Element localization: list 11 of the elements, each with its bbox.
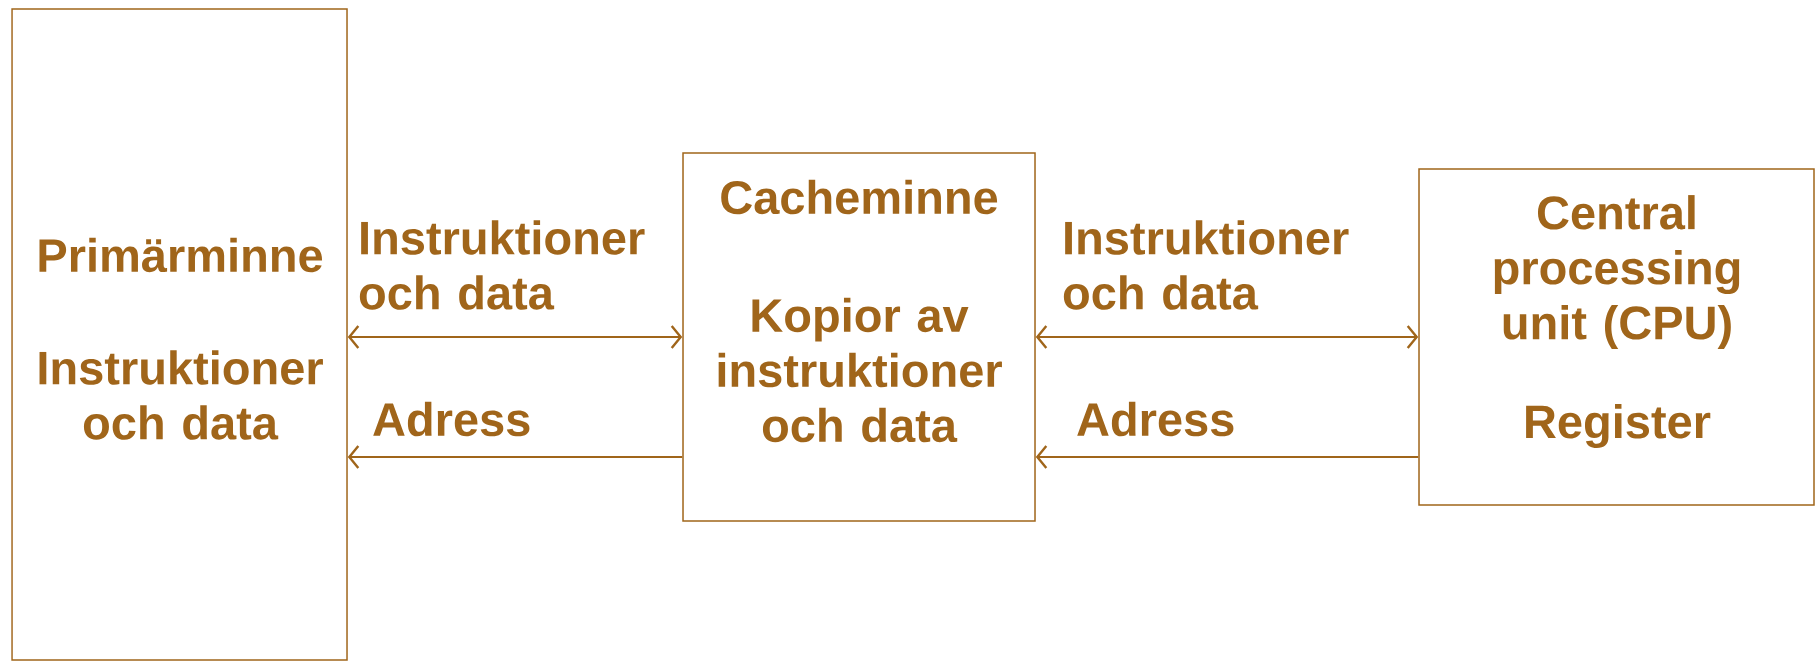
edge-label: Instruktioner och data — [359, 220, 645, 310]
cache-box: Cacheminne Kopior av instruktioner och data — [682, 152, 1036, 522]
memory-box: Primärminne Instruktioner och data — [11, 8, 348, 661]
arrow — [1035, 325, 1419, 349]
cpu-box: Central processing unit (CPU) Register — [1418, 168, 1815, 506]
arrow — [1035, 445, 1420, 469]
arrow — [347, 325, 683, 349]
edge-label: Adress — [1077, 401, 1234, 437]
arrow — [347, 445, 684, 469]
edge-label: Instruktioner och data — [1063, 220, 1349, 310]
edge-label: Adress — [373, 401, 530, 437]
